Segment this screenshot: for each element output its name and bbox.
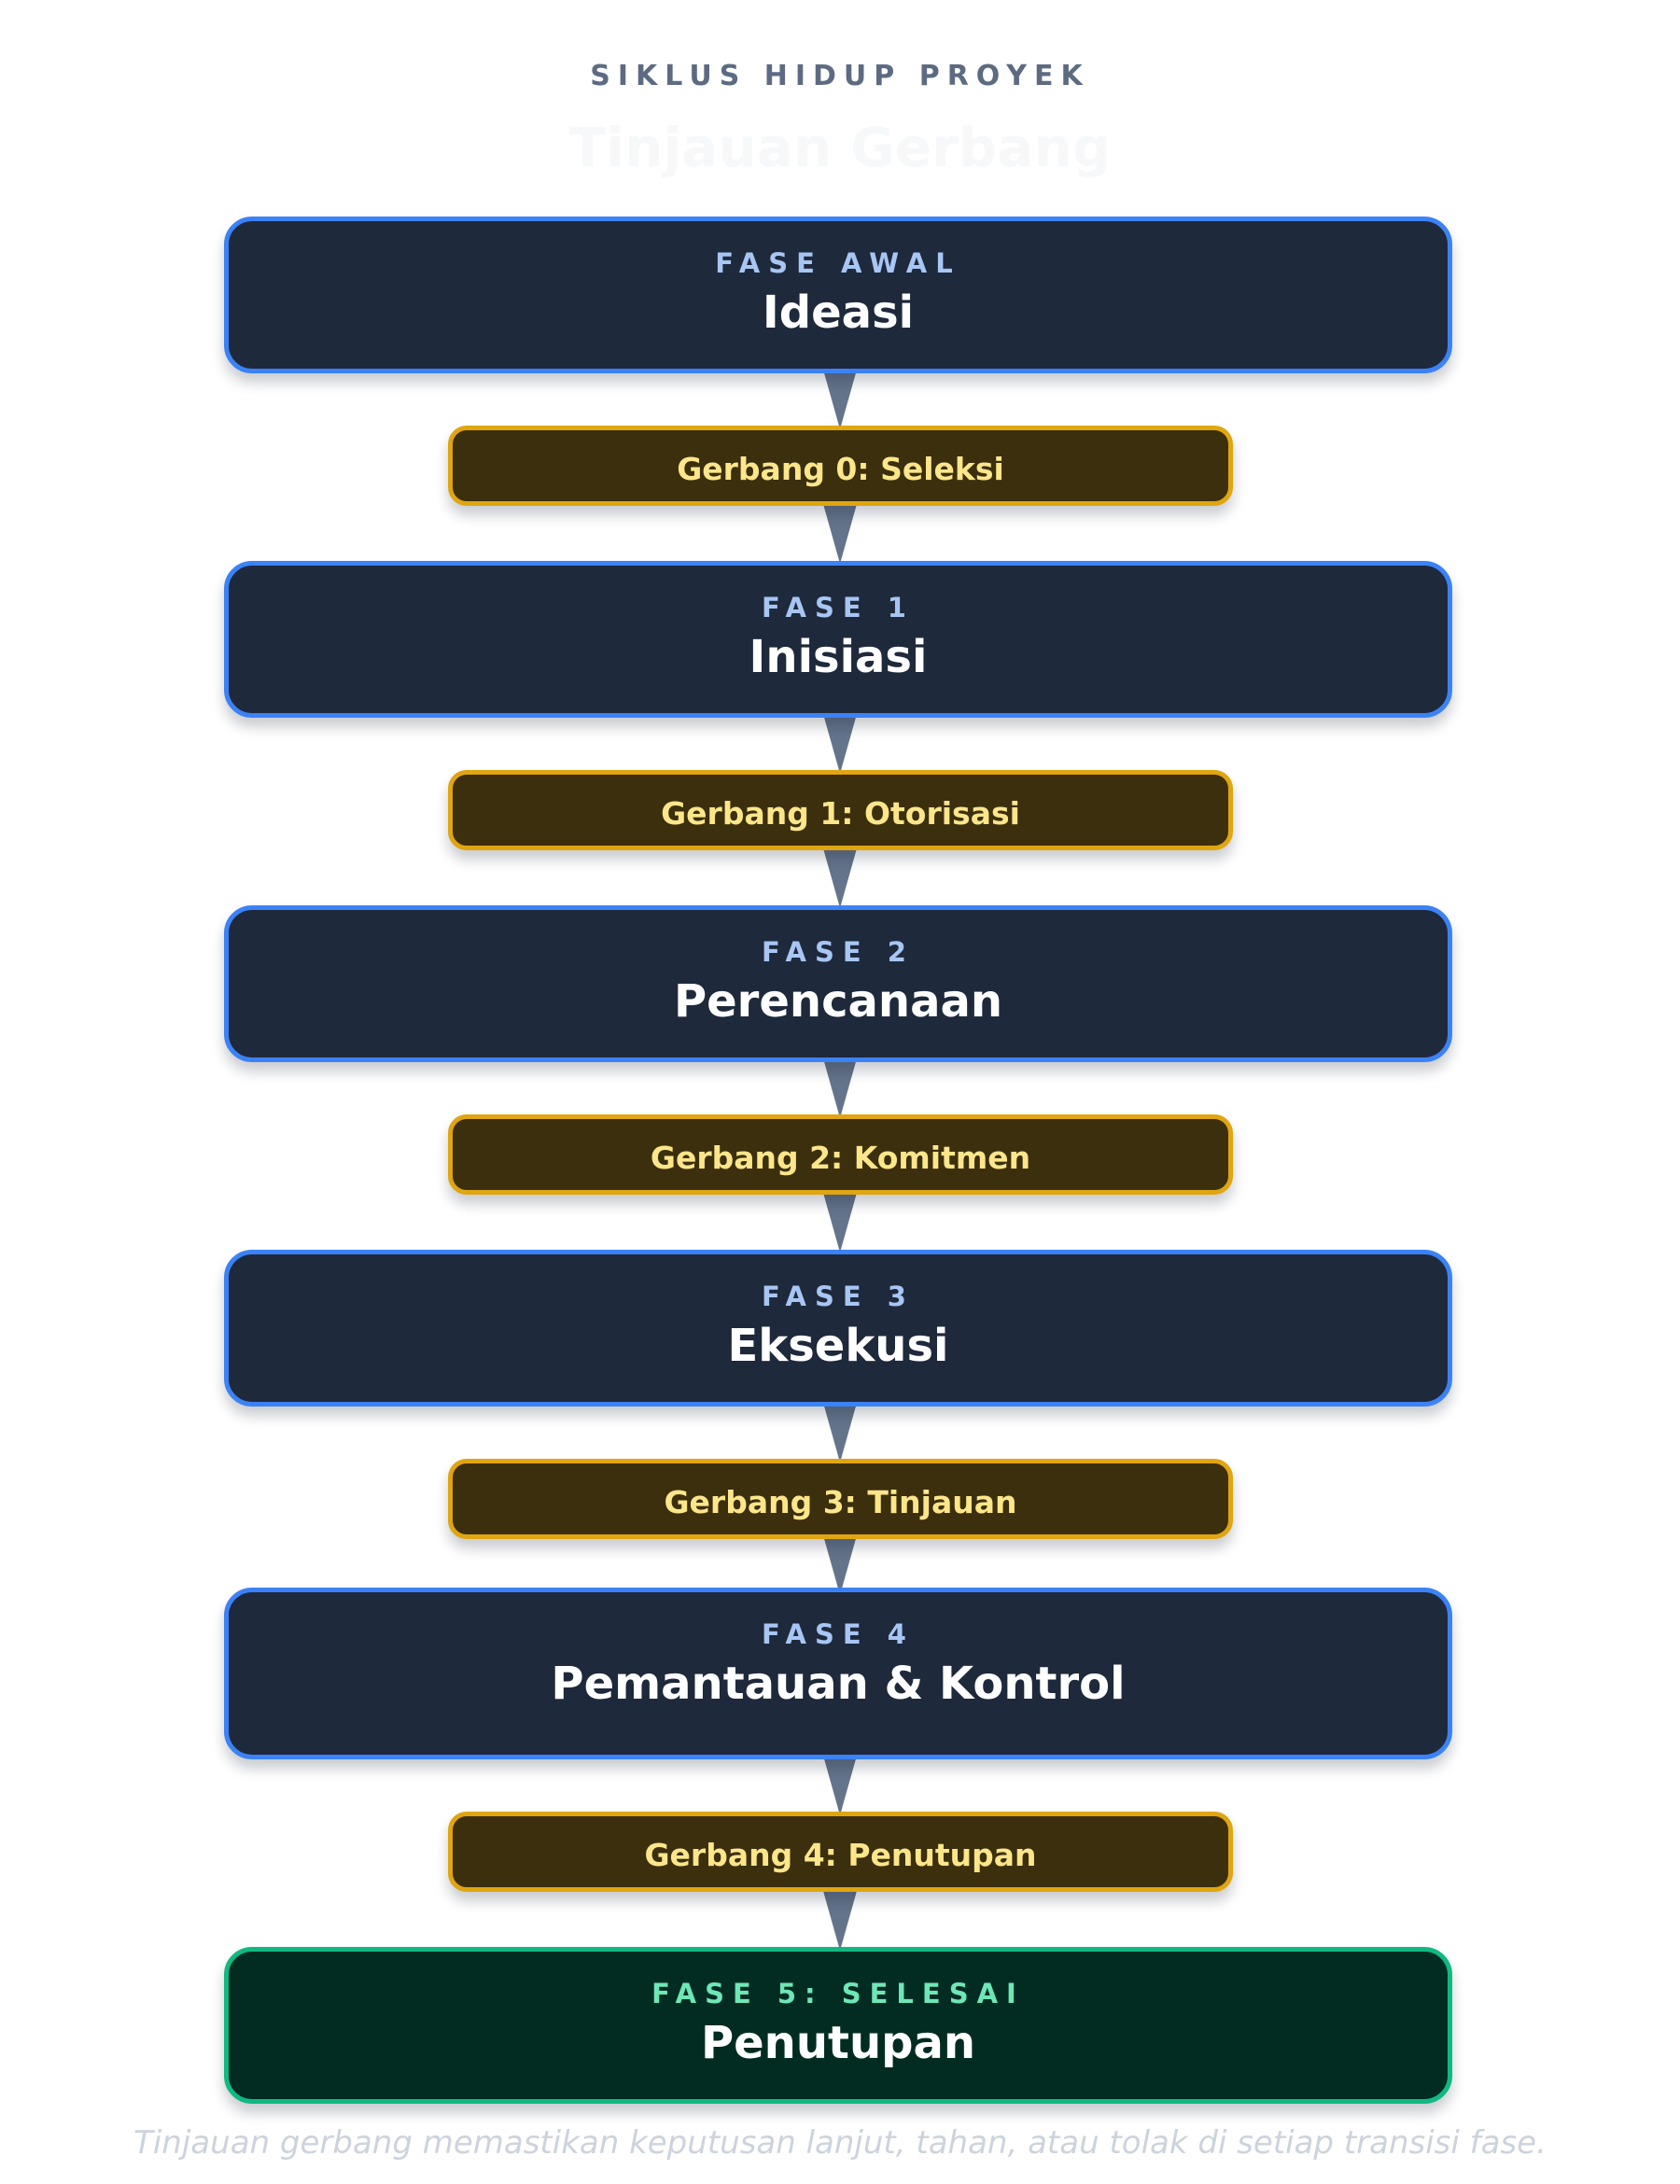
phase-label: FASE 4	[762, 1618, 915, 1650]
phase-box-penutupan: FASE 5: SELESAI Penutupan	[224, 1947, 1452, 2104]
phase-label: FASE 1	[762, 592, 915, 623]
phase-name: Penutupan	[700, 2017, 976, 2069]
phase-name: Perencanaan	[673, 975, 1003, 1028]
gate-label: Gerbang 3: Tinjauan	[664, 1484, 1017, 1520]
gate-box-0: Gerbang 0: Seleksi	[448, 426, 1233, 506]
gate-label: Gerbang 4: Penutupan	[644, 1837, 1037, 1873]
gate-box-2: Gerbang 2: Komitmen	[448, 1114, 1233, 1195]
gate-box-3: Gerbang 3: Tinjauan	[448, 1459, 1233, 1539]
phase-box-eksekusi: FASE 3 Eksekusi	[224, 1250, 1452, 1407]
connector-arrow	[823, 1193, 857, 1253]
phase-label: FASE 3	[762, 1281, 915, 1312]
gate-box-4: Gerbang 4: Penutupan	[448, 1812, 1233, 1892]
phase-label: FASE 5: SELESAI	[651, 1978, 1025, 2009]
connector-arrow	[823, 504, 857, 564]
gate-box-1: Gerbang 1: Otorisasi	[448, 770, 1233, 850]
phase-name: Eksekusi	[727, 1320, 949, 1372]
diagram-title: Tinjauan Gerbang	[568, 116, 1112, 179]
connector-arrow	[823, 1403, 857, 1463]
phase-box-pemantauan: FASE 4 Pemantauan & Kontrol	[224, 1588, 1452, 1759]
phase-box-perencanaan: FASE 2 Perencanaan	[224, 905, 1452, 1062]
footer-note: Tinjauan gerbang memastikan keputusan la…	[133, 2124, 1547, 2162]
connector-arrow	[823, 1535, 857, 1595]
gate-label: Gerbang 2: Komitmen	[650, 1140, 1031, 1176]
connector-arrow	[823, 1891, 857, 1951]
connector-arrow	[823, 370, 857, 429]
phase-label: FASE AWAL	[715, 247, 961, 279]
connector-arrow	[823, 714, 857, 774]
phase-label: FASE 2	[762, 936, 915, 968]
phase-box-ideasi: FASE AWAL Ideasi	[224, 217, 1452, 373]
diagram-eyebrow: SIKLUS HIDUP PROYEK	[590, 60, 1090, 92]
phase-box-inisiasi: FASE 1 Inisiasi	[224, 561, 1452, 718]
gate-label: Gerbang 1: Otorisasi	[661, 795, 1020, 832]
phase-name: Pemantauan & Kontrol	[551, 1658, 1126, 1710]
phase-name: Ideasi	[762, 287, 915, 339]
connector-arrow	[823, 1058, 857, 1118]
gate-label: Gerbang 0: Seleksi	[677, 451, 1004, 487]
phase-name: Inisiasi	[749, 631, 928, 683]
connector-arrow	[823, 848, 857, 908]
connector-arrow	[823, 1756, 857, 1815]
